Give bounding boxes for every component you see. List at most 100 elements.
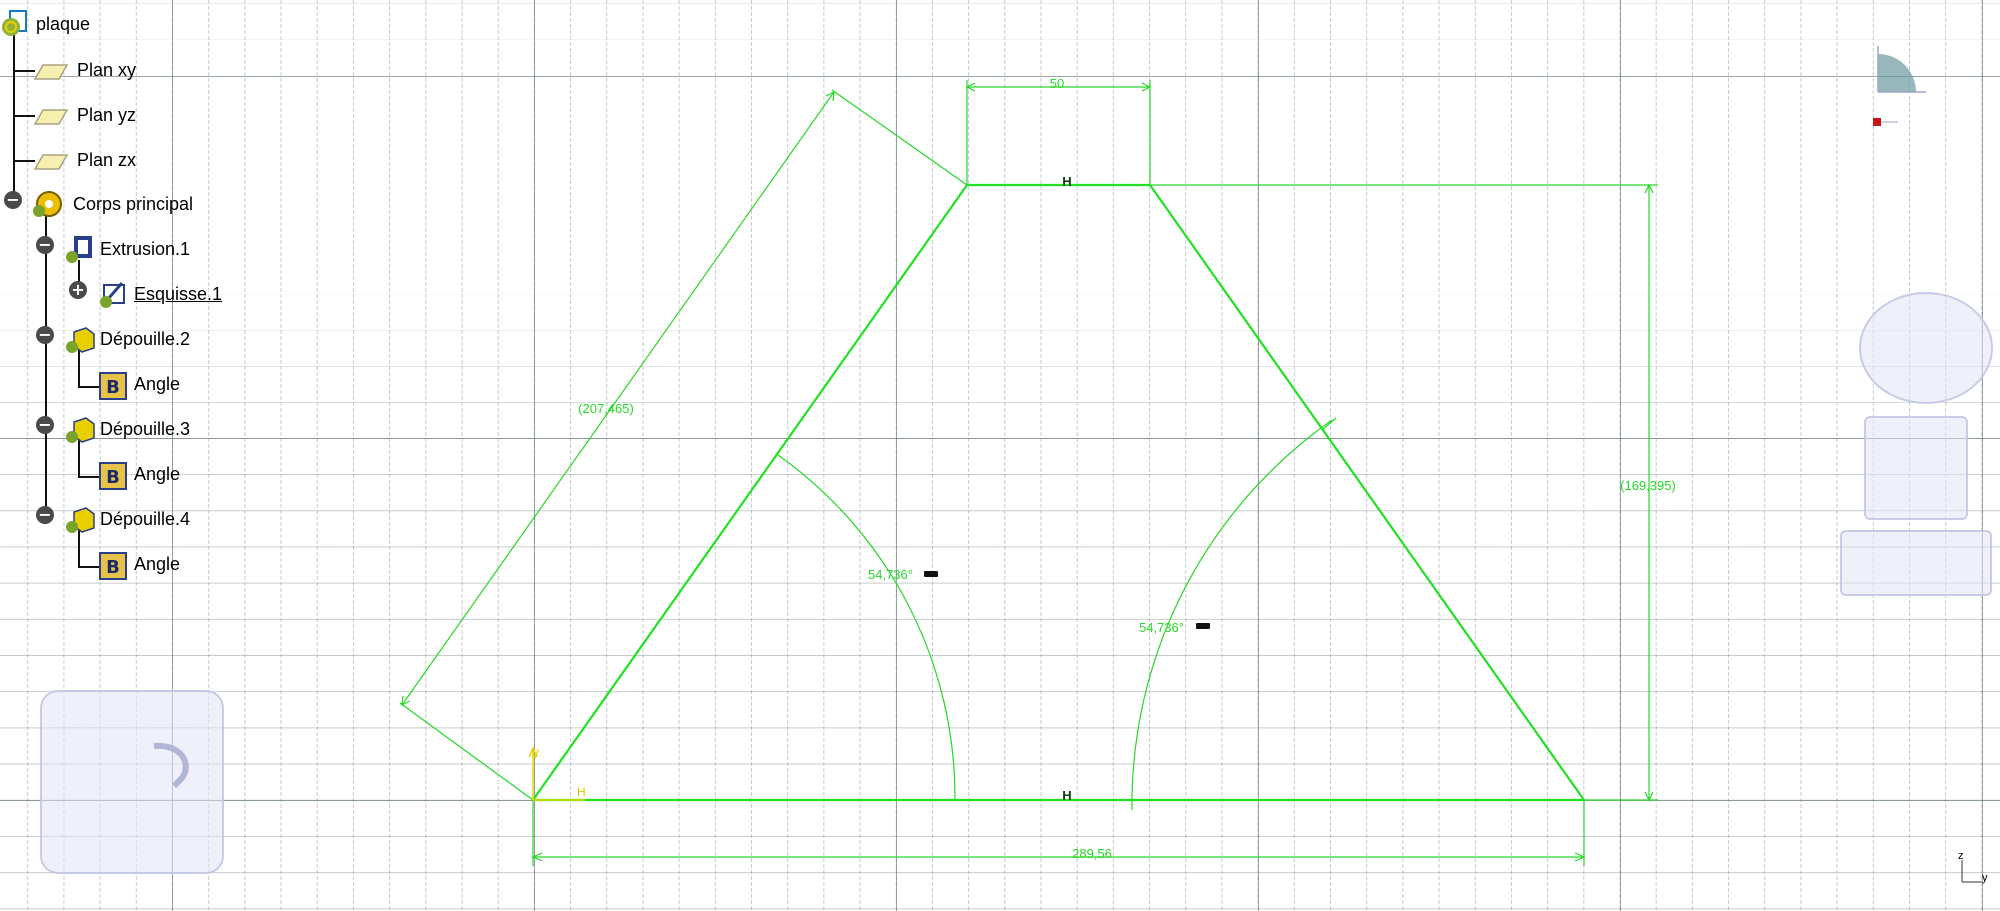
- tree-label-draft-2: Dépouille.2: [100, 328, 191, 349]
- dim-side-line[interactable]: [401, 91, 835, 706]
- tree-node-angle-4[interactable]: B Angle: [98, 549, 181, 580]
- axis-y-label: y: [1982, 872, 1988, 884]
- dim-side-arrow-t: [825, 90, 835, 102]
- tree-trunk-line: [13, 22, 15, 202]
- collapse-draft-2-button[interactable]: −: [36, 326, 54, 344]
- collapse-draft-4-button[interactable]: −: [36, 506, 54, 524]
- tree-node-root[interactable]: plaque: [0, 9, 90, 39]
- collapse-extrusion-button[interactable]: −: [36, 236, 54, 254]
- sketch-origin-h-label: H: [577, 785, 586, 799]
- ghost-view-plane[interactable]: [1840, 530, 1992, 596]
- dim-right-angle-tick: [1321, 417, 1337, 431]
- plane-icon: [31, 100, 69, 130]
- tree-branch-line: [13, 160, 35, 162]
- sketch-origin-v-label: V: [531, 747, 539, 761]
- dim-side-ext-bottom: [399, 702, 534, 801]
- sketch-origin-axes: [528, 746, 585, 801]
- axis-icon: [1961, 860, 1982, 883]
- tree-feature-line: [78, 386, 100, 388]
- dim-right-angle-arc[interactable]: [1131, 419, 1333, 811]
- dim-left-angle-text[interactable]: 54,736°: [868, 567, 913, 582]
- compass-icon: [1873, 46, 1926, 126]
- axis-z-label: z: [1958, 850, 1964, 862]
- tree-node-angle-2[interactable]: B Angle: [98, 369, 181, 400]
- tree-branch-line: [13, 115, 35, 117]
- tree-label-plane-yz: Plan yz: [77, 104, 137, 125]
- tree-node-body[interactable]: Corps principal: [31, 189, 193, 219]
- tree-label-plane-xy: Plan xy: [77, 59, 137, 80]
- ghost-palette-panel[interactable]: [40, 690, 224, 874]
- tree-node-plane-yz[interactable]: Plan yz: [31, 100, 136, 130]
- draft-icon: [64, 414, 95, 444]
- ghost-view-square[interactable]: [1864, 416, 1968, 520]
- specification-tree: plaque Plan xy Plan yz Plan zx − Corps p…: [0, 0, 260, 600]
- dim-top-width-arrow-l: [965, 82, 976, 92]
- tree-branch-line: [13, 70, 35, 72]
- tree-label-extrusion-1: Extrusion.1: [100, 238, 191, 259]
- svg-text:B: B: [106, 467, 120, 488]
- tree-label-root: plaque: [36, 13, 91, 34]
- axis-indicator: z y: [1956, 850, 1996, 888]
- body-gear-icon: [31, 189, 62, 219]
- dim-height-arrow-t: [1644, 183, 1654, 194]
- parameter-b-icon: B: [98, 459, 128, 490]
- expand-sketch-button[interactable]: +: [69, 281, 87, 299]
- tree-node-extrusion-1[interactable]: Extrusion.1: [64, 234, 190, 264]
- dim-bottom-width-text[interactable]: 289,56: [1072, 846, 1112, 861]
- sketch-icon: [98, 279, 128, 309]
- compass-widget[interactable]: [1868, 40, 1934, 130]
- dim-side-ext-top: [831, 89, 968, 186]
- svg-text:B: B: [106, 557, 120, 578]
- tree-label-draft-4: Dépouille.4: [100, 508, 191, 529]
- dim-bottom-arrow-r: [1574, 852, 1586, 862]
- tree-label-angle-3: Angle: [134, 463, 181, 484]
- tree-feature-line: [78, 530, 80, 566]
- dim-bottom-arrow-l: [531, 852, 543, 862]
- tree-node-plane-xy[interactable]: Plan xy: [31, 55, 136, 85]
- ghost-view-sphere[interactable]: [1859, 292, 1993, 404]
- parameter-b-icon: B: [98, 549, 128, 580]
- tree-node-angle-3[interactable]: B Angle: [98, 459, 181, 490]
- tree-feature-line: [78, 350, 80, 386]
- dim-side-arrow-b: [401, 695, 411, 707]
- tree-feature-line: [78, 260, 80, 296]
- collapse-draft-3-button[interactable]: −: [36, 416, 54, 434]
- profile-left-edge[interactable]: [532, 184, 968, 801]
- tree-node-sketch-1[interactable]: Esquisse.1: [98, 279, 222, 309]
- left-angle-badge-icon: [924, 571, 938, 577]
- tree-node-draft-4[interactable]: Dépouille.4: [64, 504, 190, 534]
- dim-left-angle-arc[interactable]: [777, 454, 956, 801]
- tree-label-sketch-1: Esquisse.1: [134, 283, 223, 304]
- dim-top-width-arrow-r: [1141, 82, 1152, 92]
- dim-side-length-text[interactable]: (207,465): [578, 401, 634, 416]
- dim-right-angle-text[interactable]: 54,736°: [1139, 620, 1184, 635]
- tree-label-angle-2: Angle: [134, 373, 181, 394]
- tree-node-plane-zx[interactable]: Plan zx: [31, 145, 136, 175]
- horizontal-constraint-bottom[interactable]: H: [1062, 788, 1071, 803]
- horizontal-constraint-top[interactable]: H: [1062, 174, 1071, 189]
- tree-body-line: [45, 215, 47, 515]
- parameter-b-icon: B: [98, 369, 128, 400]
- extrusion-icon: [64, 234, 94, 264]
- tree-label-body: Corps principal: [73, 193, 194, 214]
- dim-height-text[interactable]: (169,395): [1620, 478, 1676, 493]
- draft-icon: [64, 324, 95, 354]
- part-document-icon: [0, 9, 30, 39]
- tree-feature-line: [78, 566, 100, 568]
- plane-icon: [31, 55, 69, 85]
- plane-icon: [31, 145, 69, 175]
- tree-node-draft-3[interactable]: Dépouille.3: [64, 414, 190, 444]
- dim-top-width-text[interactable]: 50: [1050, 76, 1064, 91]
- eraser-icon: [153, 742, 189, 789]
- tree-label-draft-3: Dépouille.3: [100, 418, 191, 439]
- collapse-body-button[interactable]: −: [4, 191, 22, 209]
- right-angle-badge-icon: [1196, 623, 1210, 629]
- tree-label-angle-4: Angle: [134, 553, 181, 574]
- tree-feature-line: [78, 440, 80, 476]
- dim-height-arrow-b: [1644, 791, 1654, 802]
- tree-node-draft-2[interactable]: Dépouille.2: [64, 324, 190, 354]
- profile-right-edge[interactable]: [1149, 184, 1585, 801]
